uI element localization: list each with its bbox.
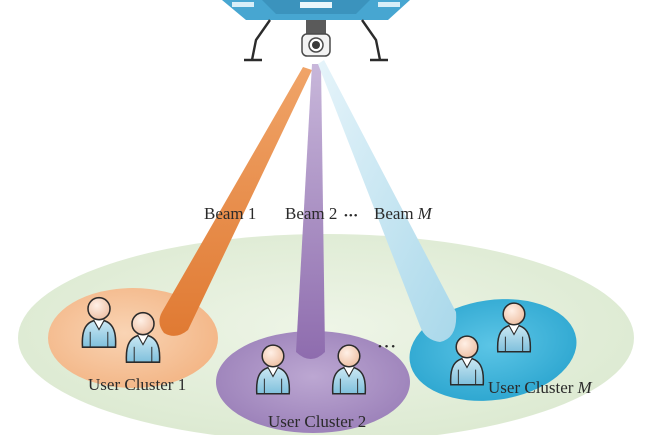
beam-1-cone bbox=[159, 67, 312, 336]
uav-drone-icon bbox=[222, 0, 410, 62]
beam-m-cone bbox=[318, 60, 457, 342]
user-cluster-m-index: M bbox=[576, 378, 592, 397]
between-clusters-ellipsis: • • • bbox=[378, 341, 395, 353]
user-cluster-m-prefix: User Cluster bbox=[488, 378, 574, 397]
beam-m-prefix: Beam bbox=[374, 204, 414, 223]
beam-m-index: M bbox=[417, 204, 433, 223]
beam-2-label: Beam 2 bbox=[285, 204, 337, 223]
beam-1-label: Beam 1 bbox=[204, 204, 256, 223]
beam-ellipsis: ••• bbox=[344, 210, 359, 222]
user-cluster-1-label: User Cluster 1 bbox=[88, 375, 186, 394]
user-cluster-2-label: User Cluster 2 bbox=[268, 412, 366, 431]
beam-2-cone bbox=[296, 64, 325, 359]
